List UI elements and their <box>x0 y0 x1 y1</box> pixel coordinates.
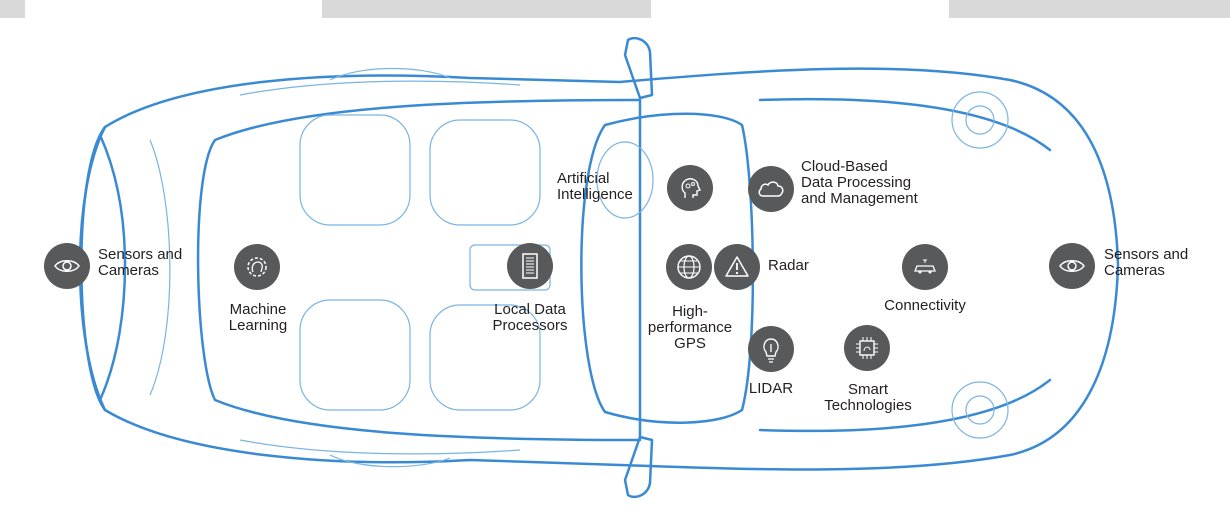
cloud-icon <box>748 166 794 212</box>
steering-wheel <box>596 141 654 219</box>
sensors-left-label: Sensors and Cameras <box>98 246 183 279</box>
sensors-left-eye-icon <box>44 243 90 289</box>
machine-learning-gear-head-icon <box>234 244 280 290</box>
wheel-arch-top <box>329 67 451 81</box>
headlight-bottom-inner <box>965 395 995 425</box>
interior-outline <box>196 98 642 442</box>
rear-bumper-inner <box>98 133 127 402</box>
seat-front-bottom <box>429 304 541 411</box>
radar-warning-icon <box>714 244 760 290</box>
hood-line-2 <box>758 378 1052 433</box>
top-bar-left <box>0 0 25 18</box>
smart-tech-label: Smart Technologies <box>824 381 912 414</box>
mirror-top <box>623 36 654 100</box>
connectivity-connected-car-icon <box>902 244 948 290</box>
lidar-bulb-icon <box>748 326 794 372</box>
connectivity-label: Connectivity <box>884 297 966 314</box>
top-bar-right <box>949 0 1230 18</box>
local-data-label: Local Data Processors <box>492 301 568 334</box>
hood-line <box>758 97 1052 152</box>
windshield-frame <box>580 112 755 424</box>
headlight-bottom <box>951 381 1009 439</box>
smart-tech-chip-icon <box>844 325 890 371</box>
sensors-right-eye-icon <box>1049 243 1095 289</box>
local-data-server-icon <box>507 243 553 289</box>
mirror-bottom <box>623 435 654 499</box>
radar-label: Radar <box>768 257 809 274</box>
lidar-label: LIDAR <box>748 380 794 397</box>
gps-label: High- performance GPS <box>647 303 733 352</box>
ai-brain-head-icon <box>667 165 713 211</box>
machine-learning-label: Machine Learning <box>228 301 288 334</box>
seat-rear-bottom <box>299 299 411 411</box>
ai-label: Artificial Intelligence <box>557 170 633 203</box>
door-line-bottom <box>239 439 521 455</box>
cloud-label: Cloud-Based Data Processing and Manageme… <box>801 158 918 207</box>
sensors-right-label: Sensors and Cameras <box>1104 246 1189 279</box>
wheel-arch-bottom <box>329 454 451 468</box>
gps-globe-icon <box>666 244 712 290</box>
seat-rear-top <box>299 114 411 226</box>
door-line-top <box>239 80 521 96</box>
car-body-outline <box>80 67 1120 471</box>
rear-deck <box>149 139 171 396</box>
seat-front-top <box>429 119 541 226</box>
headlight-top-inner <box>965 105 995 135</box>
top-bar-middle <box>322 0 651 18</box>
headlight-top <box>951 91 1009 149</box>
